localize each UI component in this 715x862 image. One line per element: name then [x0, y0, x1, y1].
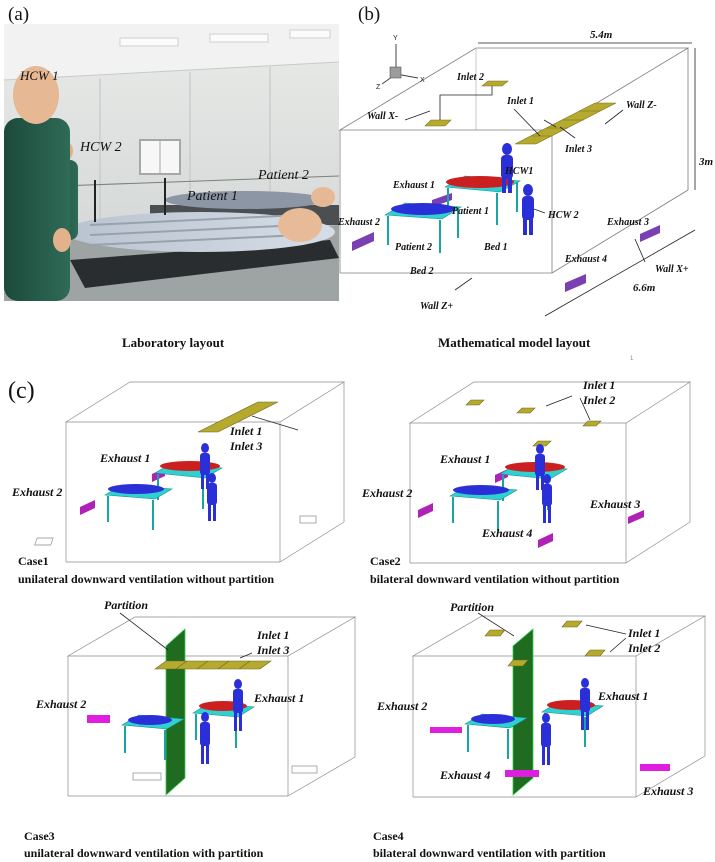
model-label-patient-2: Patient 2	[395, 242, 432, 253]
case3-label-exhaust-1: Exhaust 1	[253, 691, 304, 705]
model-exhaust-3-vent	[640, 225, 660, 242]
case4-label-exhaust-2: Exhaust 2	[376, 699, 427, 713]
model-label-exhaust-4: Exhaust 4	[564, 254, 607, 265]
model-exhaust-2-vent	[352, 232, 374, 251]
axis-x-label: X	[420, 77, 425, 84]
case2-label-inlet-b: Inlet 2	[582, 393, 615, 407]
panel-letter-a: (a)	[8, 4, 30, 25]
model-label-inlet-1: Inlet 1	[506, 96, 534, 107]
model-dimension-depth: 6.6m	[633, 282, 656, 294]
model-label-patient-1: Patient 1	[452, 206, 489, 217]
model-hcw-2-figure	[522, 184, 534, 235]
case3-title: Case3	[24, 829, 55, 843]
photo-label-patient1: Patient 1	[186, 189, 238, 204]
model-label-hcw2: HCW 2	[547, 210, 579, 221]
photo-label-patient2: Patient 2	[257, 168, 309, 183]
model-inlet-1-vent	[424, 119, 452, 127]
case3-label-exhaust-2: Exhaust 2	[35, 697, 86, 711]
model-label-exhaust-1: Exhaust 1	[392, 180, 435, 191]
model-inlet-3-vent	[514, 102, 617, 145]
case1-label-inlet-a: Inlet 1	[229, 424, 262, 438]
case3-label-inlet-b: Inlet 3	[256, 643, 289, 657]
case4-label-inlet-b: Inlet 2	[627, 641, 660, 655]
case1-diagram: Inlet 1 Inlet 3 Exhaust 1 Exhaust 2 Case…	[11, 381, 346, 586]
model-labels-and-parts: Y X Z Inlet 2 Inlet 1 Inlet 3 Wa	[337, 29, 714, 362]
case4-partition	[512, 628, 534, 796]
model-inlet-2-vent	[481, 80, 509, 87]
case1-label-exhaust-2: Exhaust 2	[11, 485, 62, 499]
case4-label-partition: Partition	[450, 600, 494, 614]
case2-diagram: Inlet 1 Inlet 2 Exhaust 1 Exhaust 2 Exha…	[361, 378, 692, 586]
model-patient-1-figure	[446, 176, 514, 188]
model-label-inlet-2: Inlet 2	[456, 72, 484, 83]
case1-description: unilateral downward ventilation without …	[18, 572, 274, 586]
panel-letter-c: (c)	[8, 378, 35, 404]
photo-label-hcw2: HCW 2	[79, 140, 122, 155]
case1-inlet-vent	[197, 401, 279, 433]
axis-z-label: Z	[376, 84, 381, 91]
model-label-wall-x-minus: Wall X-	[367, 111, 398, 122]
model-label-exhaust-3: Exhaust 3	[606, 217, 649, 228]
panel-letter-b: (b)	[358, 4, 381, 25]
page-mark: 1	[630, 356, 634, 362]
case2-label-exhaust-1: Exhaust 1	[439, 452, 490, 466]
mathematical-model	[338, 42, 696, 317]
case3-diagram: Partition Inlet 1 Inlet 3 Exhaust 1 Exha…	[24, 598, 357, 860]
case1-title: Case1	[18, 554, 49, 568]
model-label-hcw1: HCW1	[504, 166, 533, 177]
model-dimension-width: 5.4m	[590, 29, 613, 41]
case3-description: unilateral downward ventilation with par…	[24, 846, 264, 860]
case2-description: bilateral downward ventilation without p…	[370, 572, 620, 586]
case4-title: Case4	[373, 829, 404, 843]
model-label-exhaust-2: Exhaust 2	[337, 217, 380, 228]
case3-exhaust-2-vent	[87, 715, 110, 723]
model-label-wall-z-plus: Wall Z+	[420, 301, 453, 312]
case1-label-inlet-b: Inlet 3	[229, 439, 262, 453]
case2-label-exhaust-4: Exhaust 4	[481, 526, 532, 540]
model-hcw-1-figure	[501, 143, 513, 193]
case4-label-exhaust-4: Exhaust 4	[439, 768, 490, 782]
model-label-bed-1: Bed 1	[483, 242, 508, 253]
case2-label-inlet-a: Inlet 1	[582, 378, 615, 392]
photo-label-hcw1: HCW 1	[19, 68, 59, 83]
case3-partition	[165, 628, 186, 796]
case1-exhaust-2-vent	[80, 500, 95, 515]
model-label-wall-x-plus: Wall X+	[655, 264, 689, 275]
axes-icon	[381, 44, 419, 85]
model-label-bed-2: Bed 2	[409, 266, 434, 277]
caption-mathematical-layout: Mathematical model layout	[438, 335, 591, 350]
caption-laboratory-layout: Laboratory layout	[122, 335, 225, 350]
case4-diagram: Partition Inlet 1 Inlet 2 Exhaust 1 Exha…	[373, 600, 707, 860]
case4-description: bilateral downward ventilation with part…	[373, 846, 606, 860]
model-dimension-height: 3m	[698, 156, 714, 168]
case4-label-exhaust-3: Exhaust 3	[642, 784, 693, 798]
case3-inlet-vent	[154, 660, 272, 670]
model-label-inlet-3: Inlet 3	[564, 144, 592, 155]
case2-label-exhaust-3: Exhaust 3	[589, 497, 640, 511]
case1-label-exhaust-1: Exhaust 1	[99, 451, 150, 465]
case3-label-partition: Partition	[104, 598, 148, 612]
laboratory-photo: HCW 1 HCW 2 Patient 2 Patient 1	[3, 24, 340, 301]
axis-y-label: Y	[393, 35, 398, 42]
case4-label-inlet-a: Inlet 1	[627, 626, 660, 640]
model-exhaust-4-vent	[565, 274, 586, 292]
case4-label-exhaust-1: Exhaust 1	[597, 689, 648, 703]
model-patient-2-figure	[391, 203, 455, 215]
model-label-wall-z-minus: Wall Z-	[626, 100, 657, 111]
case3-label-inlet-a: Inlet 1	[256, 628, 289, 642]
case2-title: Case2	[370, 554, 401, 568]
case2-label-exhaust-2: Exhaust 2	[361, 486, 412, 500]
